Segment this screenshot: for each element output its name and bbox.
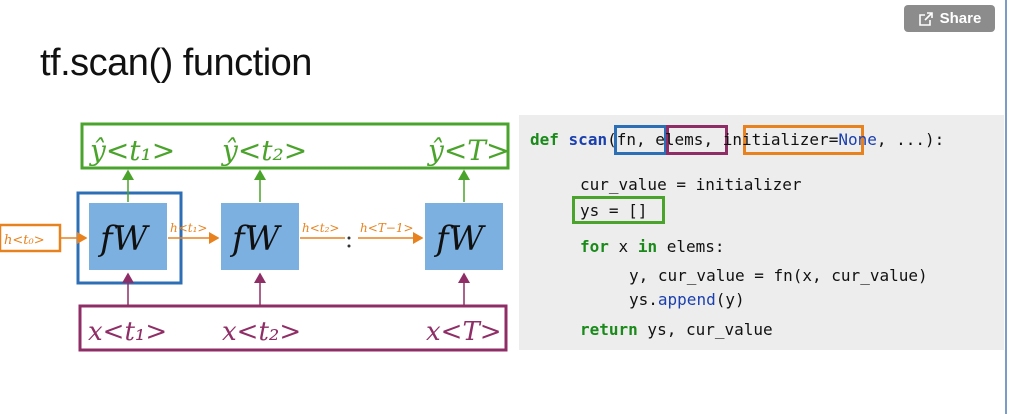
code-line-for: for x in elems: bbox=[580, 237, 725, 256]
cell-3 bbox=[425, 203, 503, 270]
def-keyword: def bbox=[530, 130, 559, 149]
outputs-box bbox=[80, 122, 510, 170]
code-line-def: def scan(fn, elems, initializer=None, ..… bbox=[530, 130, 945, 149]
h0-label: h<t₀> bbox=[4, 233, 45, 248]
ys-init-highlight bbox=[572, 196, 665, 224]
initializer-param-highlight bbox=[743, 125, 864, 155]
fn-param-highlight bbox=[614, 125, 667, 155]
elems-param: elems bbox=[655, 130, 704, 149]
fn-param: fn, bbox=[616, 130, 646, 149]
elems-param-highlight bbox=[666, 125, 728, 155]
output-label-3: ŷ<T> bbox=[426, 134, 509, 167]
share-button[interactable]: Share bbox=[904, 5, 995, 32]
h2-label: h<t₂> bbox=[302, 221, 339, 235]
right-border bbox=[1005, 0, 1007, 414]
code-line-append: ys.append(y) bbox=[629, 290, 745, 309]
initializer-param: initializer bbox=[722, 130, 829, 149]
share-label: Share bbox=[939, 10, 982, 27]
none-value: None bbox=[838, 130, 877, 149]
scan-name: scan bbox=[568, 130, 608, 149]
hT1-label: h<T−1> bbox=[360, 221, 414, 235]
slide-title: tf.scan() function bbox=[40, 42, 312, 84]
code-line-return: return ys, cur_value bbox=[580, 320, 773, 339]
inputs-box bbox=[78, 304, 508, 352]
input-label-2: x<t₂> bbox=[222, 317, 301, 347]
cell-2 bbox=[221, 203, 299, 270]
code-line-fn-call: y, cur_value = fn(x, cur_value) bbox=[629, 266, 928, 285]
code-line-cur-value: cur_value = initializer bbox=[580, 175, 802, 194]
share-icon bbox=[918, 11, 933, 26]
cell-1 bbox=[89, 203, 167, 270]
h1-label: h<t₁> bbox=[170, 221, 207, 235]
input-label-3: x<T> bbox=[426, 317, 502, 347]
cell-label-2: fW bbox=[229, 219, 283, 259]
cell-label-3: fW bbox=[433, 219, 487, 259]
input-label-1: x<t₁> bbox=[88, 317, 167, 347]
h0-box bbox=[0, 223, 62, 253]
code-line-ys: ys = [] bbox=[580, 201, 648, 220]
output-label-2: ŷ<t₂> bbox=[220, 134, 307, 167]
cell-label-1: fW bbox=[97, 219, 151, 259]
rnn-diagram: ŷ<t₁> ŷ<t₂> ŷ<T> x<t₁> x<t₂> x<T> fW fW … bbox=[0, 122, 510, 352]
output-label-1: ŷ<t₁> bbox=[88, 134, 175, 167]
